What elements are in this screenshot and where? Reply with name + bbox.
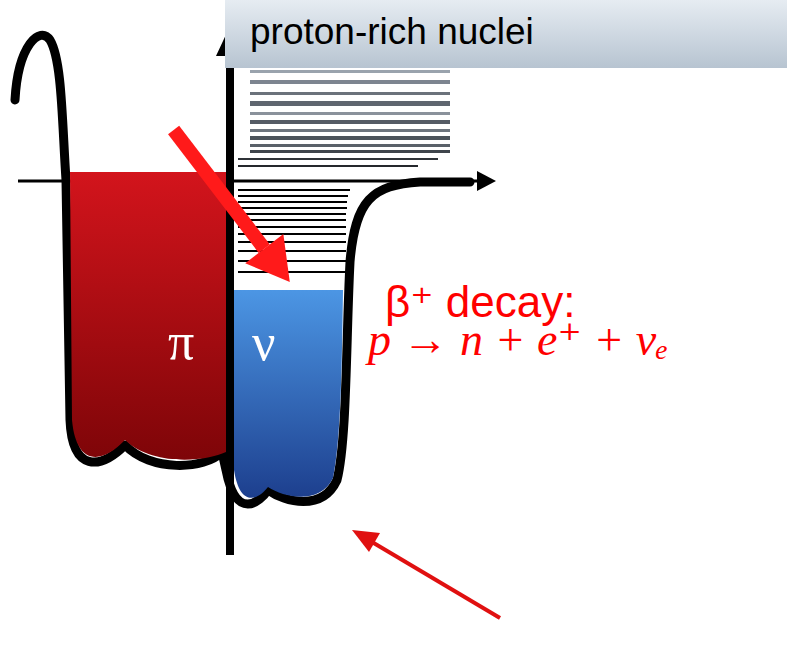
well-symbol: π [168,312,194,371]
neutron-well: ν [230,282,345,502]
text-holder: π [168,312,194,371]
level-stripes [238,70,450,167]
text-holder: proton-rich nuclei [250,11,534,53]
text-holder: ν [252,313,276,372]
proton-well-area [70,172,226,460]
band-title: proton-rich nuclei [250,11,534,53]
decay-equation: p → n + e⁺ + νₑ [368,312,668,366]
neutron-well-area [234,290,343,498]
well-symbol: ν [252,313,276,372]
neutron-well-fill [230,282,345,502]
label-holder: p → n + e⁺ + νₑ [368,312,668,366]
potential-well-outline [15,35,470,504]
pointer-arrow [352,530,500,618]
nuclei-band: proton-rich nuclei [225,0,787,68]
decay-arrow [174,130,290,282]
